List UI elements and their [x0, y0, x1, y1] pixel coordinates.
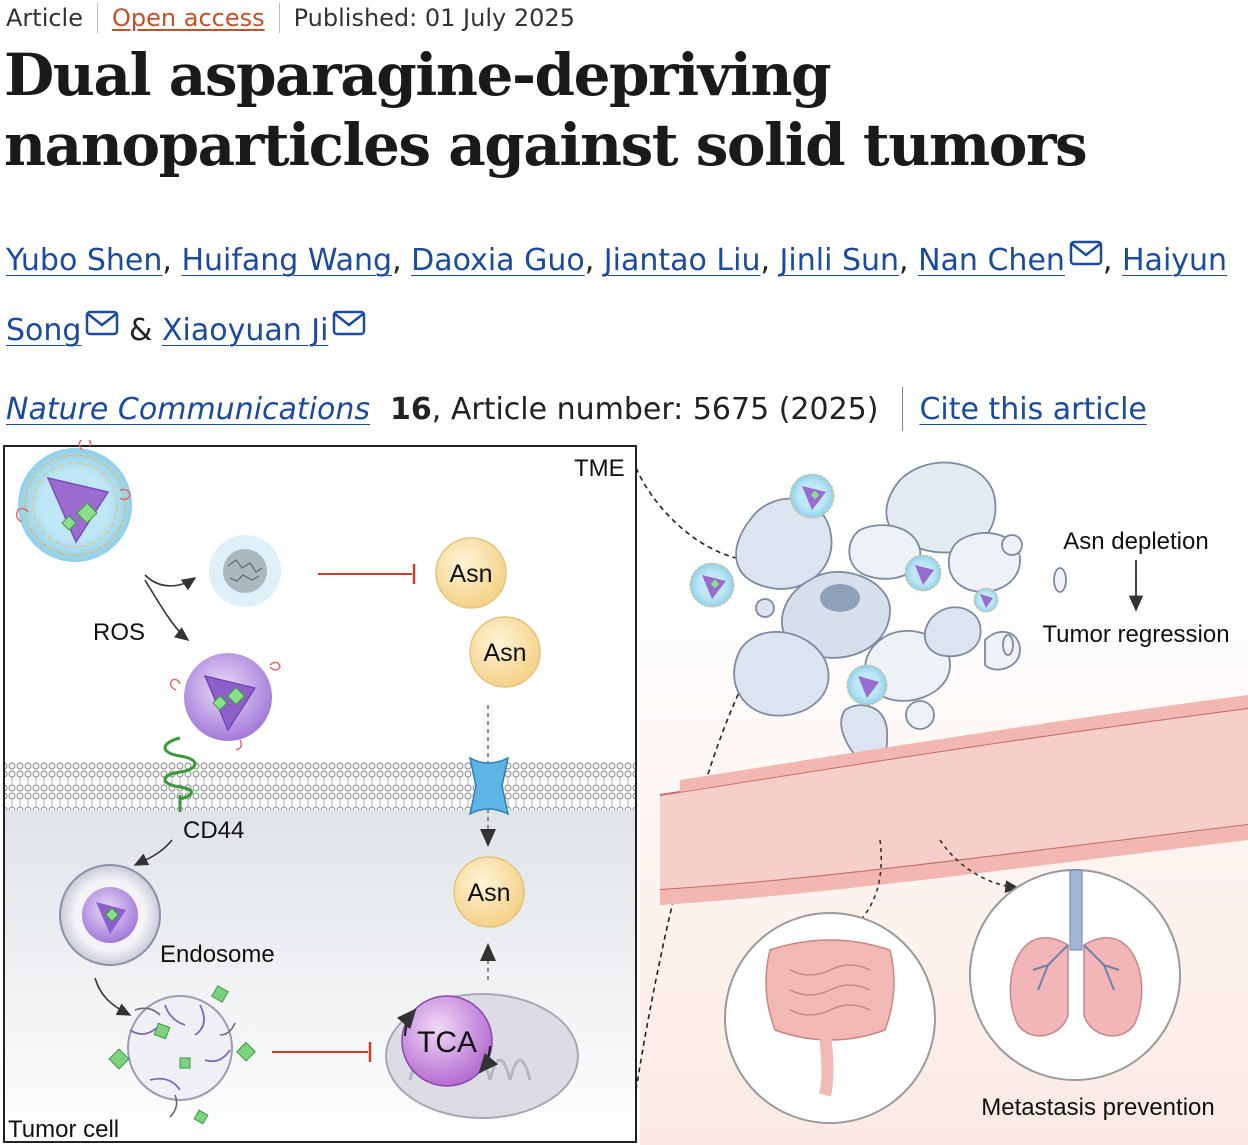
journal-link[interactable]: Nature Communications [6, 391, 371, 427]
drug-release-vesicle [108, 985, 256, 1125]
nanoparticle-core [169, 653, 281, 751]
blood-vessel [659, 695, 1248, 905]
asn-molecule: Asn [453, 856, 525, 928]
arrow [144, 574, 197, 591]
author-link[interactable]: Nan Chen [918, 243, 1065, 278]
author-link[interactable]: Yubo Shen [6, 243, 163, 278]
article-meta-line: Article Open access Published: 01 July 2… [6, 2, 575, 34]
dashed-connector [635, 467, 746, 561]
intestine-organ [724, 912, 936, 1124]
tca-cycle: TCA [396, 995, 499, 1087]
asn-label: Asn [467, 879, 510, 907]
nanoparticle-small [973, 587, 999, 613]
endosome-label: Endosome [160, 941, 275, 968]
asn-depletion-label: Asn depletion [1063, 528, 1208, 555]
cite-article-link[interactable]: Cite this article [919, 391, 1147, 427]
article-title: Dual asparagine-depriving nanoparticles … [4, 41, 1088, 179]
meta-divider [278, 3, 280, 33]
tumor-regression-label: Tumor regression [1042, 621, 1229, 648]
metastasis-arrow [939, 839, 1020, 893]
degraded-shell-cloud [209, 535, 281, 607]
citation-divider [902, 387, 904, 431]
arrow [94, 977, 132, 1016]
asn-label: Asn [449, 560, 492, 588]
nanoparticle-small [789, 473, 835, 519]
article-type: Article [6, 4, 83, 32]
metastasis-prevention-label: Metastasis prevention [981, 1094, 1214, 1121]
nanoparticle-large [15, 440, 132, 562]
graphical-abstract: ROS Asn Asn Asn CD44 [0, 440, 1248, 1145]
nanoparticle-small [846, 664, 888, 706]
tumor-cell-label: Tumor cell [8, 1116, 119, 1143]
asn-transporter [468, 756, 510, 816]
author-link[interactable]: Haiyun Song [6, 243, 1228, 348]
author-link[interactable]: Jinli Sun [779, 243, 900, 278]
cell-membrane [5, 762, 635, 810]
author-link[interactable]: Daoxia Guo [411, 243, 585, 278]
endosome [59, 864, 161, 966]
nanoparticle-small [689, 562, 735, 608]
dashed-connector [635, 679, 746, 1091]
citation-line: Nature Communications 16 , Article numbe… [6, 386, 1147, 432]
author-link[interactable]: Huifang Wang [181, 243, 393, 278]
email-icon[interactable] [85, 310, 119, 336]
tme-label: TME [574, 455, 625, 482]
meta-divider [97, 3, 98, 33]
tca-label: TCA [417, 1026, 477, 1059]
nanoparticle-small [904, 554, 942, 592]
email-icon[interactable] [1069, 240, 1103, 266]
published-date: Published: 01 July 2025 [293, 4, 575, 32]
asn-molecule: Asn [435, 537, 507, 609]
author-list: Yubo Shen, Huifang Wang, Daoxia Guo, Jia… [6, 226, 1246, 366]
article-number: , Article number: 5675 (2025) [431, 391, 879, 427]
cd44-label: CD44 [183, 817, 244, 844]
asn-label: Asn [483, 639, 526, 667]
open-access-link[interactable]: Open access [112, 4, 265, 32]
cd44-receptor [163, 736, 197, 812]
email-icon[interactable] [332, 310, 366, 336]
arrow [133, 839, 173, 866]
lung-organ [969, 869, 1181, 1081]
ros-label: ROS [93, 619, 145, 646]
author-link[interactable]: Jiantao Liu [603, 243, 761, 278]
author-link[interactable]: Xiaoyuan Ji [161, 313, 329, 348]
volume-number: 16 [390, 391, 432, 427]
arrow [144, 579, 190, 641]
asn-molecule: Asn [469, 616, 541, 688]
